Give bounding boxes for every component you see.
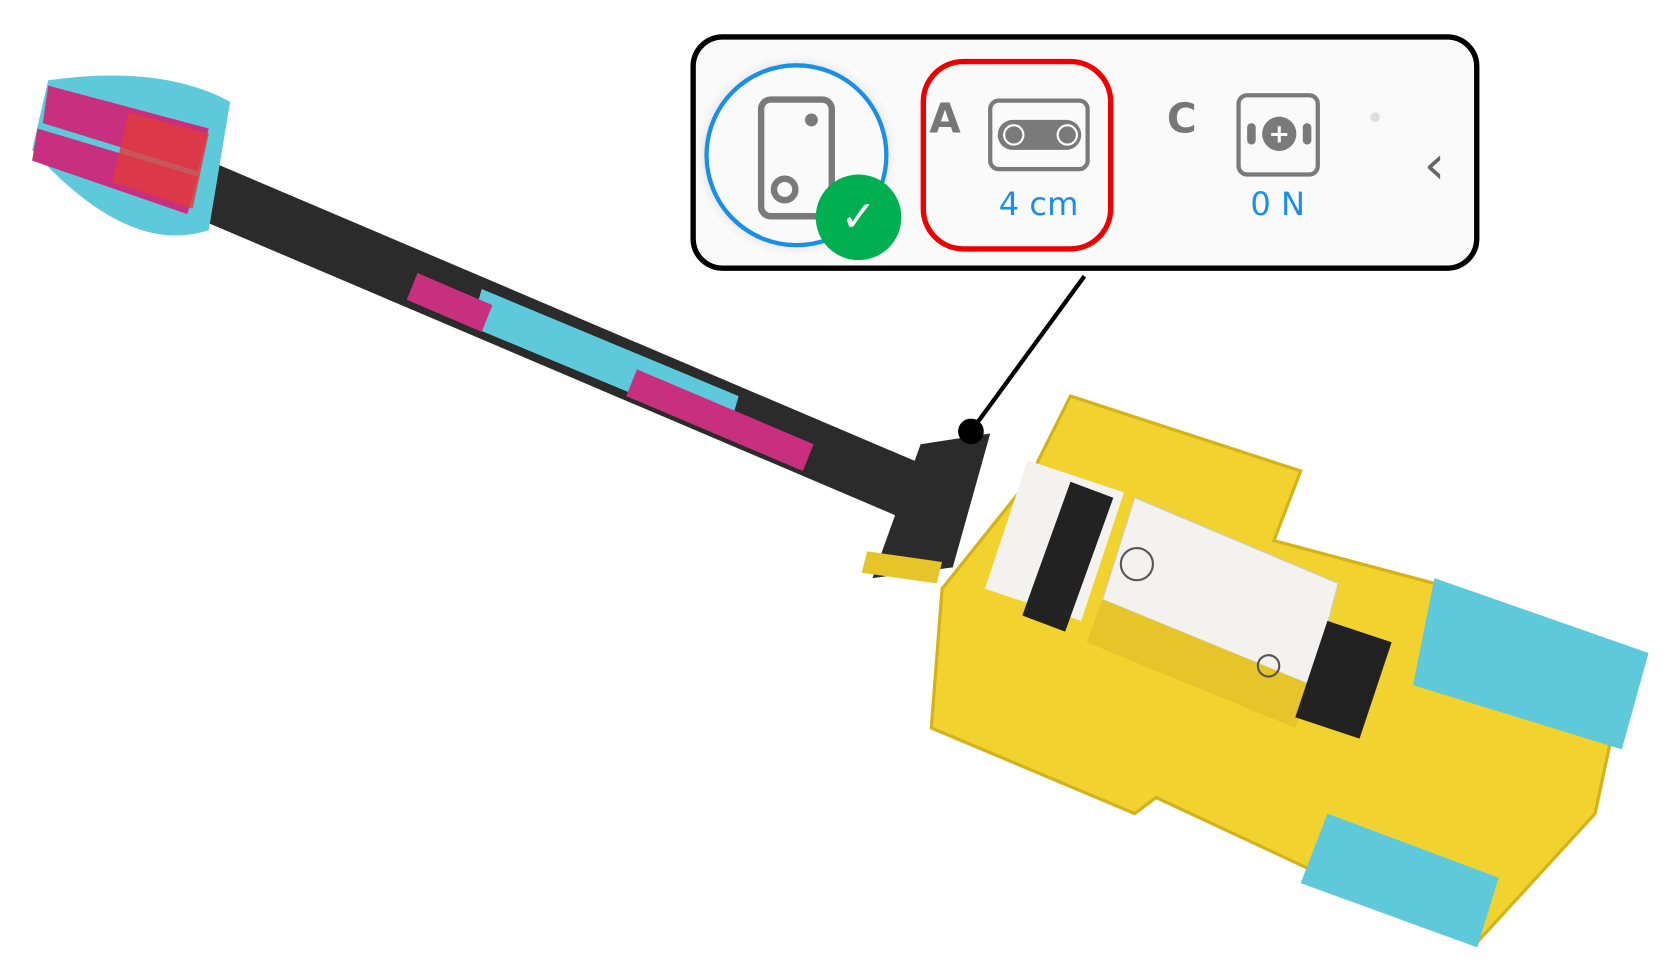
- empty-port-dot: [1370, 112, 1380, 123]
- port-c-value: 0 N: [1250, 186, 1306, 224]
- device-connection-panel: ✓ A 4 cm C + 0 N ‹: [690, 34, 1480, 271]
- force-sensor-icon[interactable]: +: [1236, 93, 1320, 177]
- hub-connection-button[interactable]: [704, 63, 889, 248]
- check-icon: ✓: [815, 174, 902, 261]
- port-label-a: A: [929, 95, 961, 143]
- port-label-c: C: [1166, 95, 1197, 143]
- port-a-value: 4 cm: [998, 186, 1079, 224]
- highlight-outline: [920, 58, 1114, 252]
- chevron-left-icon[interactable]: ‹: [1423, 133, 1446, 196]
- hub-icon: [757, 96, 835, 220]
- distance-sensor-icon[interactable]: [988, 98, 1090, 172]
